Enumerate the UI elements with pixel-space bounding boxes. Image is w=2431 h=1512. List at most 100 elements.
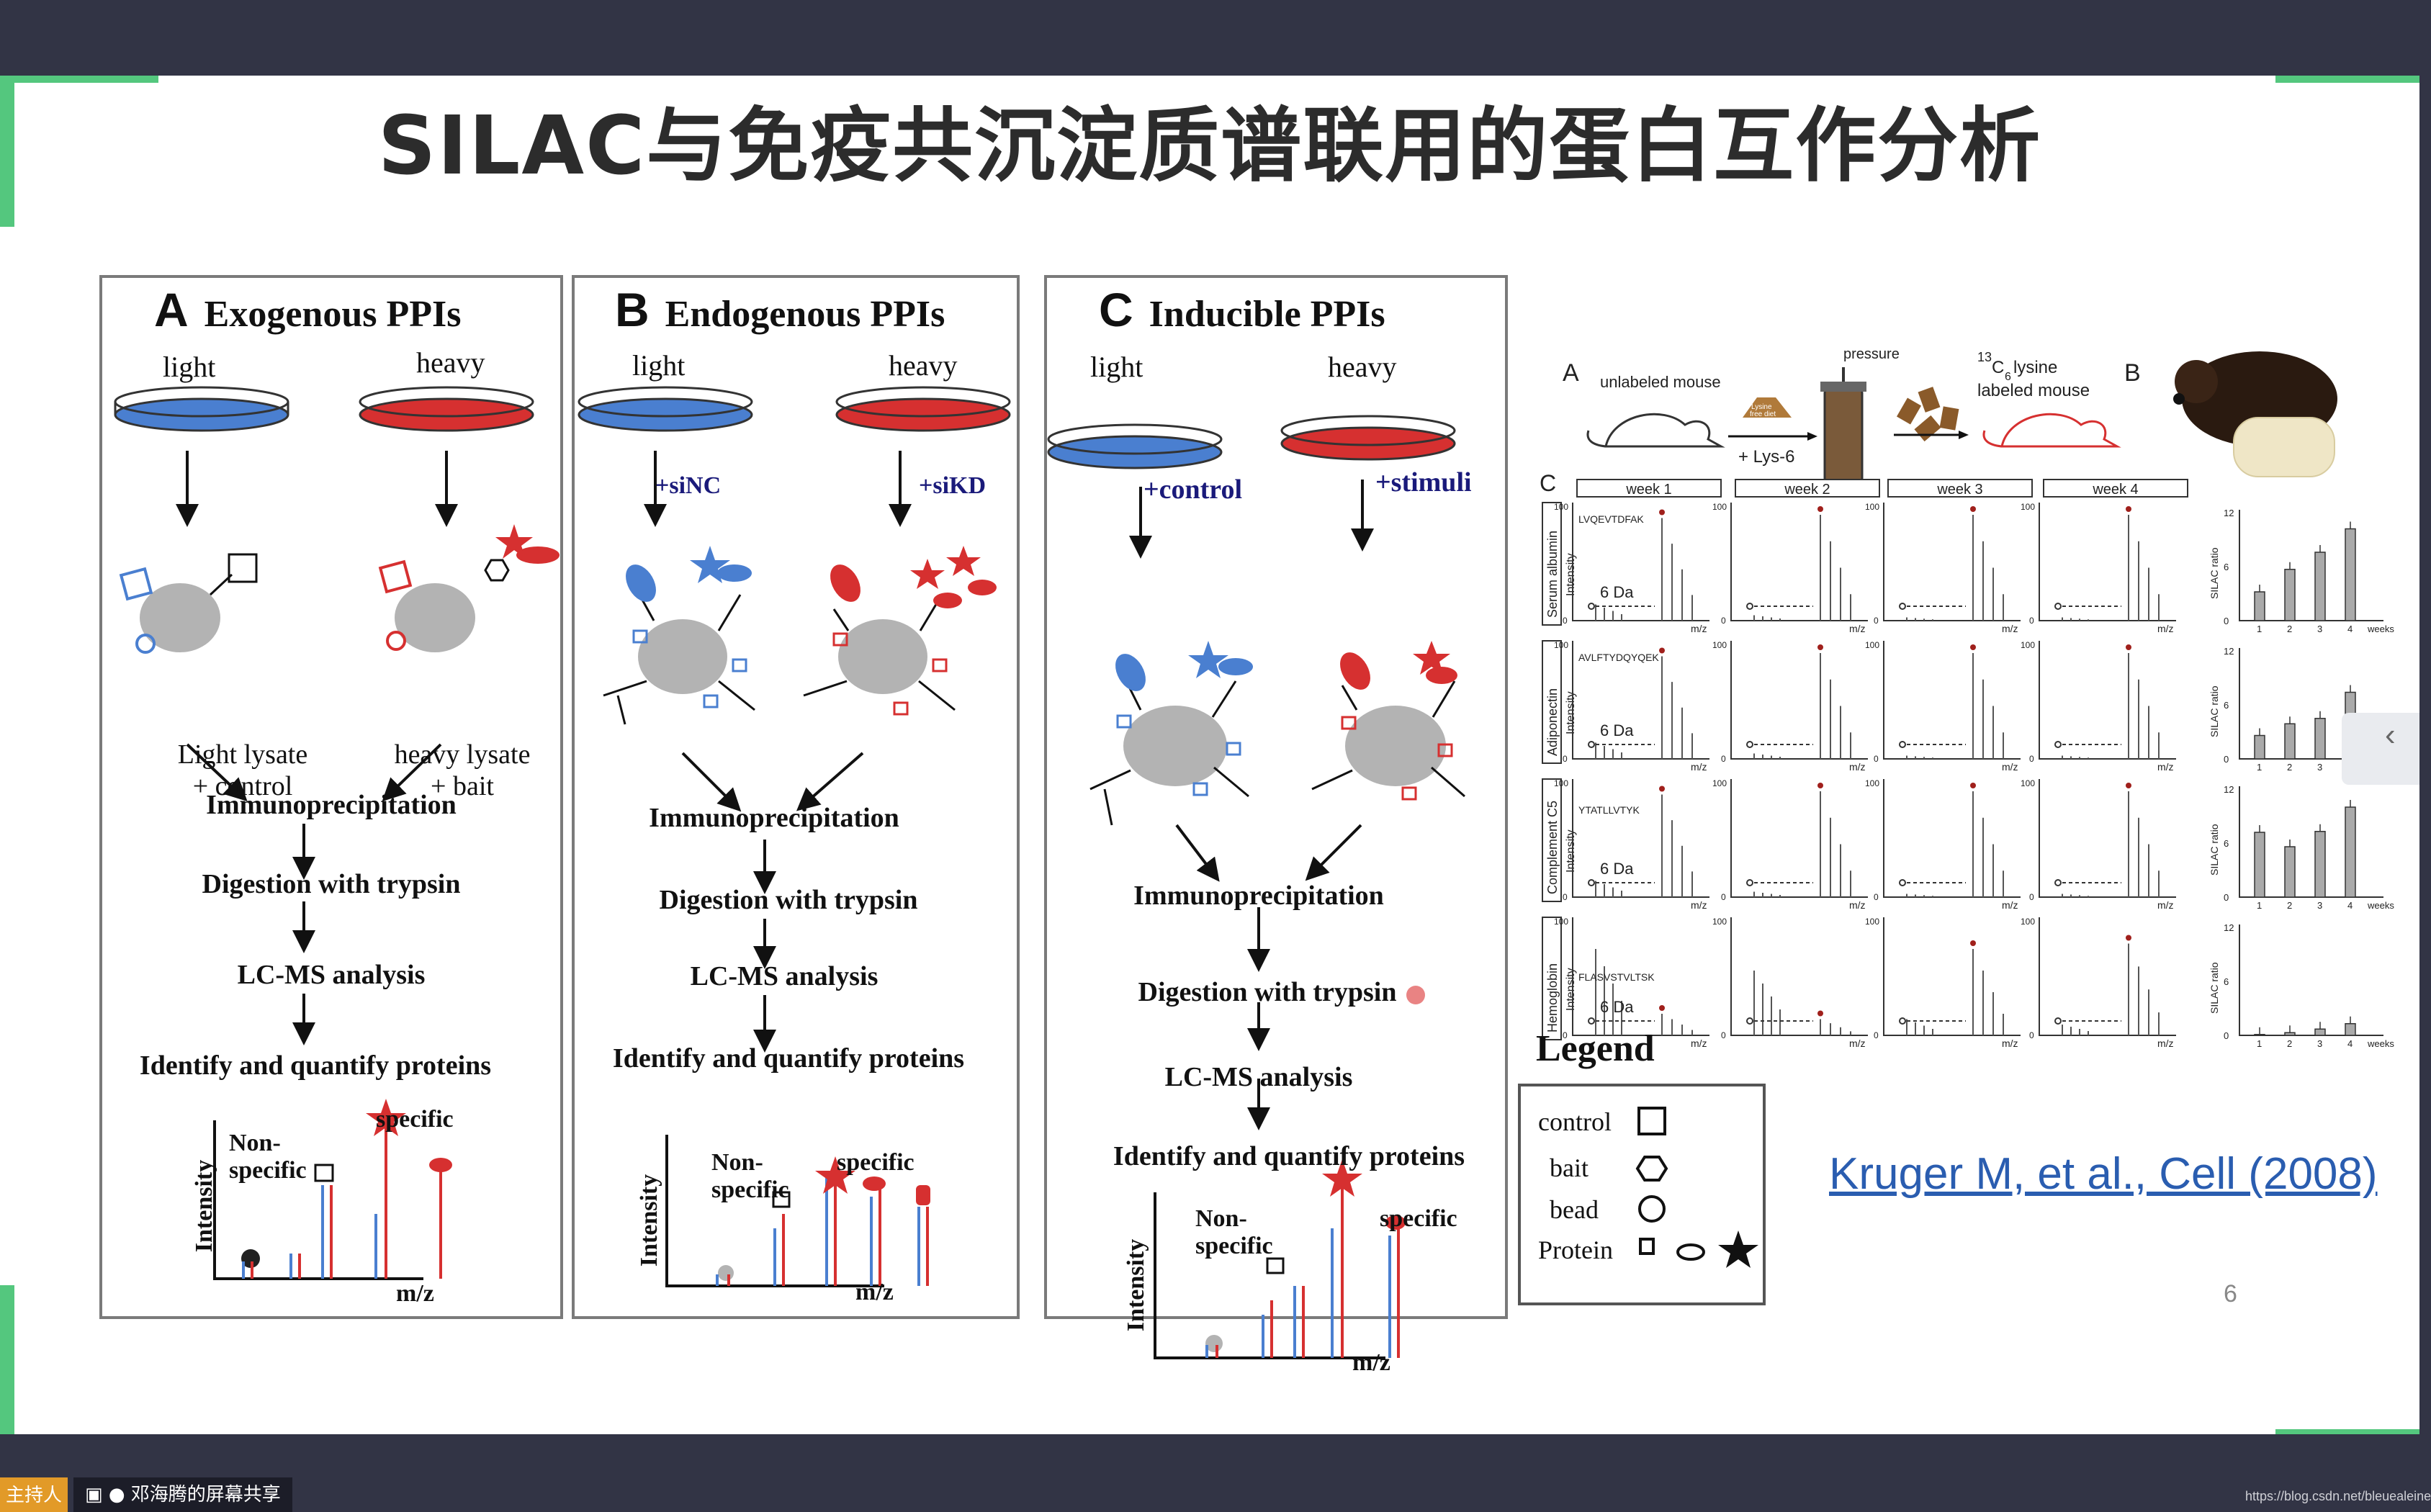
mouse-figure-svg: A B C unlabeled mouse Lysine free diet +… bbox=[1540, 346, 2394, 1049]
week-tick: 3 bbox=[2317, 1038, 2322, 1049]
square-icon bbox=[1637, 1107, 1666, 1135]
mz-axis-label: m/z bbox=[2157, 1038, 2174, 1049]
row-bracket bbox=[1542, 778, 1562, 902]
weeks-axis-label: weeks bbox=[2367, 900, 2394, 911]
panel-title-text: Exogenous PPIs bbox=[204, 294, 462, 335]
light-peak-marker bbox=[1746, 1017, 1753, 1025]
y-tick: 100 bbox=[1712, 917, 1727, 927]
step-lcms: LC-MS analysis bbox=[237, 960, 426, 990]
spectrum-axes bbox=[1730, 503, 1868, 621]
heavy-peak-marker bbox=[2126, 935, 2131, 941]
week-tick: 1 bbox=[2257, 762, 2262, 773]
citation-link[interactable]: Kruger M, et al., Cell (2008) bbox=[1829, 1149, 2378, 1199]
protein-name: Adiponectin bbox=[1545, 688, 1560, 756]
mz-label: m/z bbox=[1352, 1349, 1390, 1376]
y-tick: 100 bbox=[2021, 640, 2035, 650]
y-tick: 100 bbox=[1712, 502, 1727, 512]
heavy-peak-marker bbox=[2126, 783, 2131, 788]
y-tick: 100 bbox=[1712, 778, 1727, 788]
heavy-peak-marker bbox=[1970, 783, 1976, 788]
frame-accent-top-left bbox=[0, 76, 158, 83]
step-digestion: Digestion with trypsin bbox=[659, 885, 918, 915]
week-header bbox=[1735, 479, 1880, 498]
hexagon-icon bbox=[1635, 1156, 1668, 1182]
silac-ratio-label: SILAC ratio bbox=[2208, 685, 2220, 737]
svg-text:6: 6 bbox=[2005, 371, 2011, 383]
legend-symbols bbox=[1635, 1107, 1758, 1268]
spectrum-axes bbox=[2039, 503, 2176, 621]
treatment-left: +siNC bbox=[655, 472, 722, 499]
figure-label-b: B bbox=[2124, 359, 2141, 387]
labeled-mouse-icon bbox=[2000, 413, 2121, 448]
silac-ratio-bar bbox=[2284, 569, 2296, 621]
ratio-tick: 0 bbox=[2224, 616, 2229, 626]
step-digestion: Digestion with trypsin bbox=[202, 869, 461, 899]
mz-axis-label: m/z bbox=[2002, 1038, 2018, 1049]
y-tick: 100 bbox=[2021, 502, 2035, 512]
spectrum-b bbox=[665, 1135, 930, 1287]
mouse-photo bbox=[2173, 351, 2337, 477]
row-bracket bbox=[1542, 502, 1562, 626]
intensity-axis-label: Intensity bbox=[1565, 829, 1577, 873]
mz-axis-label: m/z bbox=[2002, 761, 2018, 773]
panel-letter: C bbox=[1099, 283, 1133, 336]
bar-chart-axes bbox=[2239, 924, 2383, 1036]
lys6-label: + Lys-6 bbox=[1738, 447, 1794, 467]
light-peak-marker bbox=[2054, 1017, 2062, 1025]
mass-shift-label: 6 Da bbox=[1600, 860, 1634, 878]
light-peak-marker bbox=[1588, 603, 1595, 610]
legend-control: control bbox=[1538, 1107, 1612, 1136]
frame-accent-bottom-left bbox=[0, 1285, 14, 1434]
pressure-label: pressure bbox=[1843, 346, 1900, 362]
y-tick: 0 bbox=[1563, 1030, 1568, 1040]
panel-c-diagram bbox=[1047, 415, 1465, 1359]
peptide-sequence: AVLFTYDQYQEK bbox=[1578, 652, 1659, 663]
light-peak-marker bbox=[2054, 741, 2062, 748]
chevron-left-icon[interactable]: ‹ bbox=[2385, 717, 2396, 752]
heavy-peak-marker bbox=[1817, 1010, 1823, 1017]
mass-shift-label: 6 Da bbox=[1600, 998, 1634, 1016]
week-tick: 2 bbox=[2287, 1038, 2292, 1049]
weeks-axis-label: weeks bbox=[2367, 624, 2394, 634]
week-header bbox=[1887, 479, 2033, 498]
y-tick: 100 bbox=[1865, 502, 1879, 512]
unlabeled-mouse-icon bbox=[1604, 413, 1725, 448]
step-lcms: LC-MS analysis bbox=[1164, 1062, 1353, 1092]
silac-ratio-bar bbox=[2284, 846, 2296, 898]
y-tick: 0 bbox=[2029, 616, 2034, 626]
screen-share-icon: ▣ ● bbox=[85, 1484, 131, 1506]
spectrum-axes bbox=[1883, 641, 2021, 760]
y-tick: 0 bbox=[1563, 892, 1568, 902]
silac-ratio-bar bbox=[2345, 806, 2356, 898]
y-tick: 0 bbox=[1721, 616, 1726, 626]
spectrum-axes bbox=[1572, 917, 1709, 1036]
silac-ratio-bar bbox=[2314, 718, 2326, 760]
collapse-panel-tab[interactable]: ‹ bbox=[2342, 713, 2419, 785]
y-tick: 100 bbox=[1554, 640, 1568, 650]
light-peak-marker bbox=[1899, 603, 1906, 610]
step-digestion: Digestion with trypsin bbox=[1138, 977, 1397, 1007]
light-bead-complex bbox=[603, 546, 755, 725]
mass-shift-label: 6 Da bbox=[1600, 721, 1634, 739]
y-tick: 0 bbox=[1721, 892, 1726, 902]
protein-name: Complement C5 bbox=[1545, 801, 1560, 894]
mass-shift-label: 6 Da bbox=[1600, 583, 1634, 601]
y-tick: 0 bbox=[1721, 1030, 1726, 1040]
silac-ratio-bar bbox=[2314, 831, 2326, 898]
y-tick: 100 bbox=[2021, 778, 2035, 788]
row-bracket bbox=[1542, 640, 1562, 764]
mouse-silac-figure: A B C unlabeled mouse Lysine free diet +… bbox=[1519, 338, 2394, 1087]
silac-ratio-bar bbox=[2254, 734, 2265, 760]
spectrum-axes bbox=[1730, 641, 1868, 760]
mz-axis-label: m/z bbox=[1849, 623, 1866, 634]
panel-title-text: Endogenous PPIs bbox=[665, 294, 945, 335]
figure-label-a: A bbox=[1563, 359, 1579, 387]
screen-share-label[interactable]: ▣ ● 邓海腾的屏幕共享 bbox=[73, 1477, 292, 1512]
intensity-label: Intensity bbox=[191, 1159, 218, 1253]
week-header-label: week 2 bbox=[1784, 482, 1830, 498]
spectrum-axes bbox=[1572, 779, 1709, 898]
light-peak-marker bbox=[1588, 1017, 1595, 1025]
